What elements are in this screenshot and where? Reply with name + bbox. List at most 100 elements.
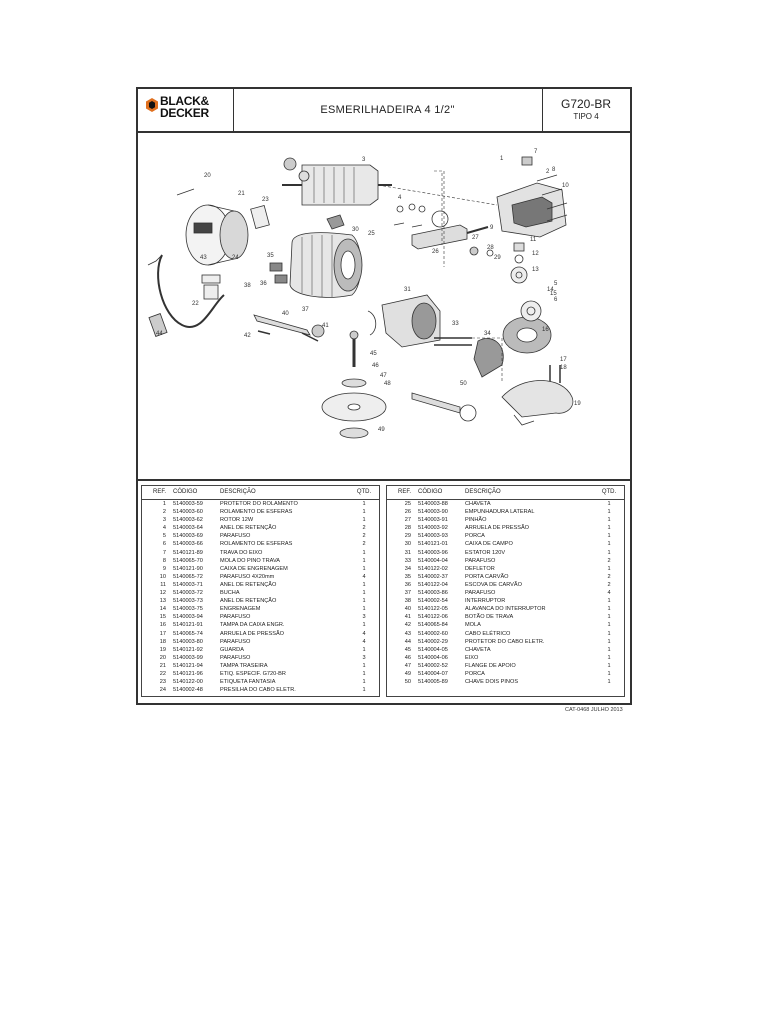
hexagon-logo-icon [146, 98, 158, 112]
cell-qty: 1 [607, 517, 611, 524]
cell-ref: 47 [404, 662, 411, 669]
cell-desc: PARAFUSO [465, 590, 496, 597]
model-box: G720-BR TIPO 4 [542, 89, 630, 131]
cell-desc: ESCOVA DE CARVÃO [465, 581, 522, 588]
callout-label: 3 [362, 157, 366, 163]
cell-desc: CAIXA DE CAMPO [465, 541, 513, 548]
cell-desc: PINHÃO [465, 517, 487, 524]
callout-label: 38 [244, 283, 251, 289]
cell-qty: 1 [607, 598, 611, 605]
cell-ref: 23 [159, 679, 166, 686]
cell-code: 5140122-02 [418, 565, 448, 572]
callout-label: 12 [532, 251, 539, 257]
spanner-part [411, 392, 477, 422]
cell-qty: 2 [362, 525, 366, 532]
cell-qty: 1 [607, 614, 611, 621]
cell-code: 5140065-84 [418, 622, 448, 629]
cell-code: 5140003-90 [418, 509, 448, 516]
cell-ref: 19 [159, 646, 166, 653]
cell-qty: 4 [362, 630, 366, 637]
cell-code: 5140005-89 [418, 679, 448, 686]
cell-desc: ROTOR 12W [220, 517, 254, 524]
callout-label: 20 [204, 173, 211, 179]
cell-ref: 41 [404, 614, 411, 621]
cell-desc: DEFLETOR [465, 565, 495, 572]
callout-label: 6 [554, 297, 558, 303]
cell-qty: 1 [362, 646, 366, 653]
header-code: CÓDIGO [173, 489, 198, 495]
cell-desc: EMPUNHADURA LATERAL [465, 509, 535, 516]
cell-code: 5140002-54 [418, 598, 448, 605]
callout-label: 43 [200, 255, 207, 261]
callout-label: 9 [490, 225, 494, 231]
cell-ref: 26 [404, 509, 411, 516]
cell-qty: 1 [362, 565, 366, 572]
cell-qty: 1 [607, 525, 611, 532]
cell-ref: 20 [159, 654, 166, 661]
cell-desc: CHAVETA [465, 501, 491, 507]
cell-code: 5140003-96 [418, 549, 448, 556]
cell-code: 5140003-80 [173, 638, 203, 645]
cell-desc: TAMPA DA CAIXA ENGR. [220, 622, 285, 629]
cell-ref: 2 [162, 509, 166, 516]
callout-label: 18 [560, 365, 567, 371]
cell-desc: BOTÃO DE TRAVA [465, 614, 514, 621]
callout-label: 36 [260, 281, 267, 287]
product-title: ESMERILHADEIRA 4 1/2" [233, 89, 543, 131]
cell-desc: PORCA [465, 533, 485, 540]
cell-ref: 16 [159, 622, 166, 629]
cell-desc: PRESILHA DO CABO ELETR. [220, 687, 296, 694]
cell-code: 5140121-90 [173, 565, 203, 572]
callout-label: 1 [500, 156, 504, 162]
cell-code: 5140065-74 [173, 630, 203, 637]
sheet-header: BLACK& DECKER ESMERILHADEIRA 4 1/2" G720… [138, 89, 630, 133]
cell-ref: 50 [404, 679, 411, 686]
cell-qty: 1 [607, 662, 611, 669]
guard-part [501, 380, 574, 426]
cell-desc: ROLAMENTO DE ESFERAS [220, 509, 293, 516]
cell-ref: 9 [162, 565, 166, 572]
cell-qty: 1 [607, 549, 611, 556]
cell-code: 5140004-04 [418, 557, 448, 564]
cell-qty: 1 [362, 549, 366, 556]
cell-ref: 28 [404, 525, 411, 532]
header-qty: QTD. [601, 489, 617, 495]
cell-qty: 2 [362, 541, 366, 548]
cell-qty: 1 [362, 590, 366, 597]
cell-code: 5140003-88 [418, 501, 448, 507]
cell-code: 5140003-91 [418, 517, 448, 524]
cell-code: 5140004-06 [418, 654, 448, 661]
cell-ref: 34 [404, 565, 411, 572]
callout-label: 48 [384, 381, 391, 387]
cell-code: 5140121-89 [173, 549, 203, 556]
callout-label: 15 [550, 291, 557, 297]
cell-desc: CHAVE DOIS PINOS [465, 679, 519, 686]
cell-qty: 4 [362, 573, 366, 580]
cell-ref: 43 [404, 630, 411, 637]
cell-desc: BUCHA [220, 590, 240, 597]
callout-label: 35 [267, 253, 274, 259]
cell-desc: PORCA [465, 670, 485, 677]
cell-qty: 1 [607, 565, 611, 572]
